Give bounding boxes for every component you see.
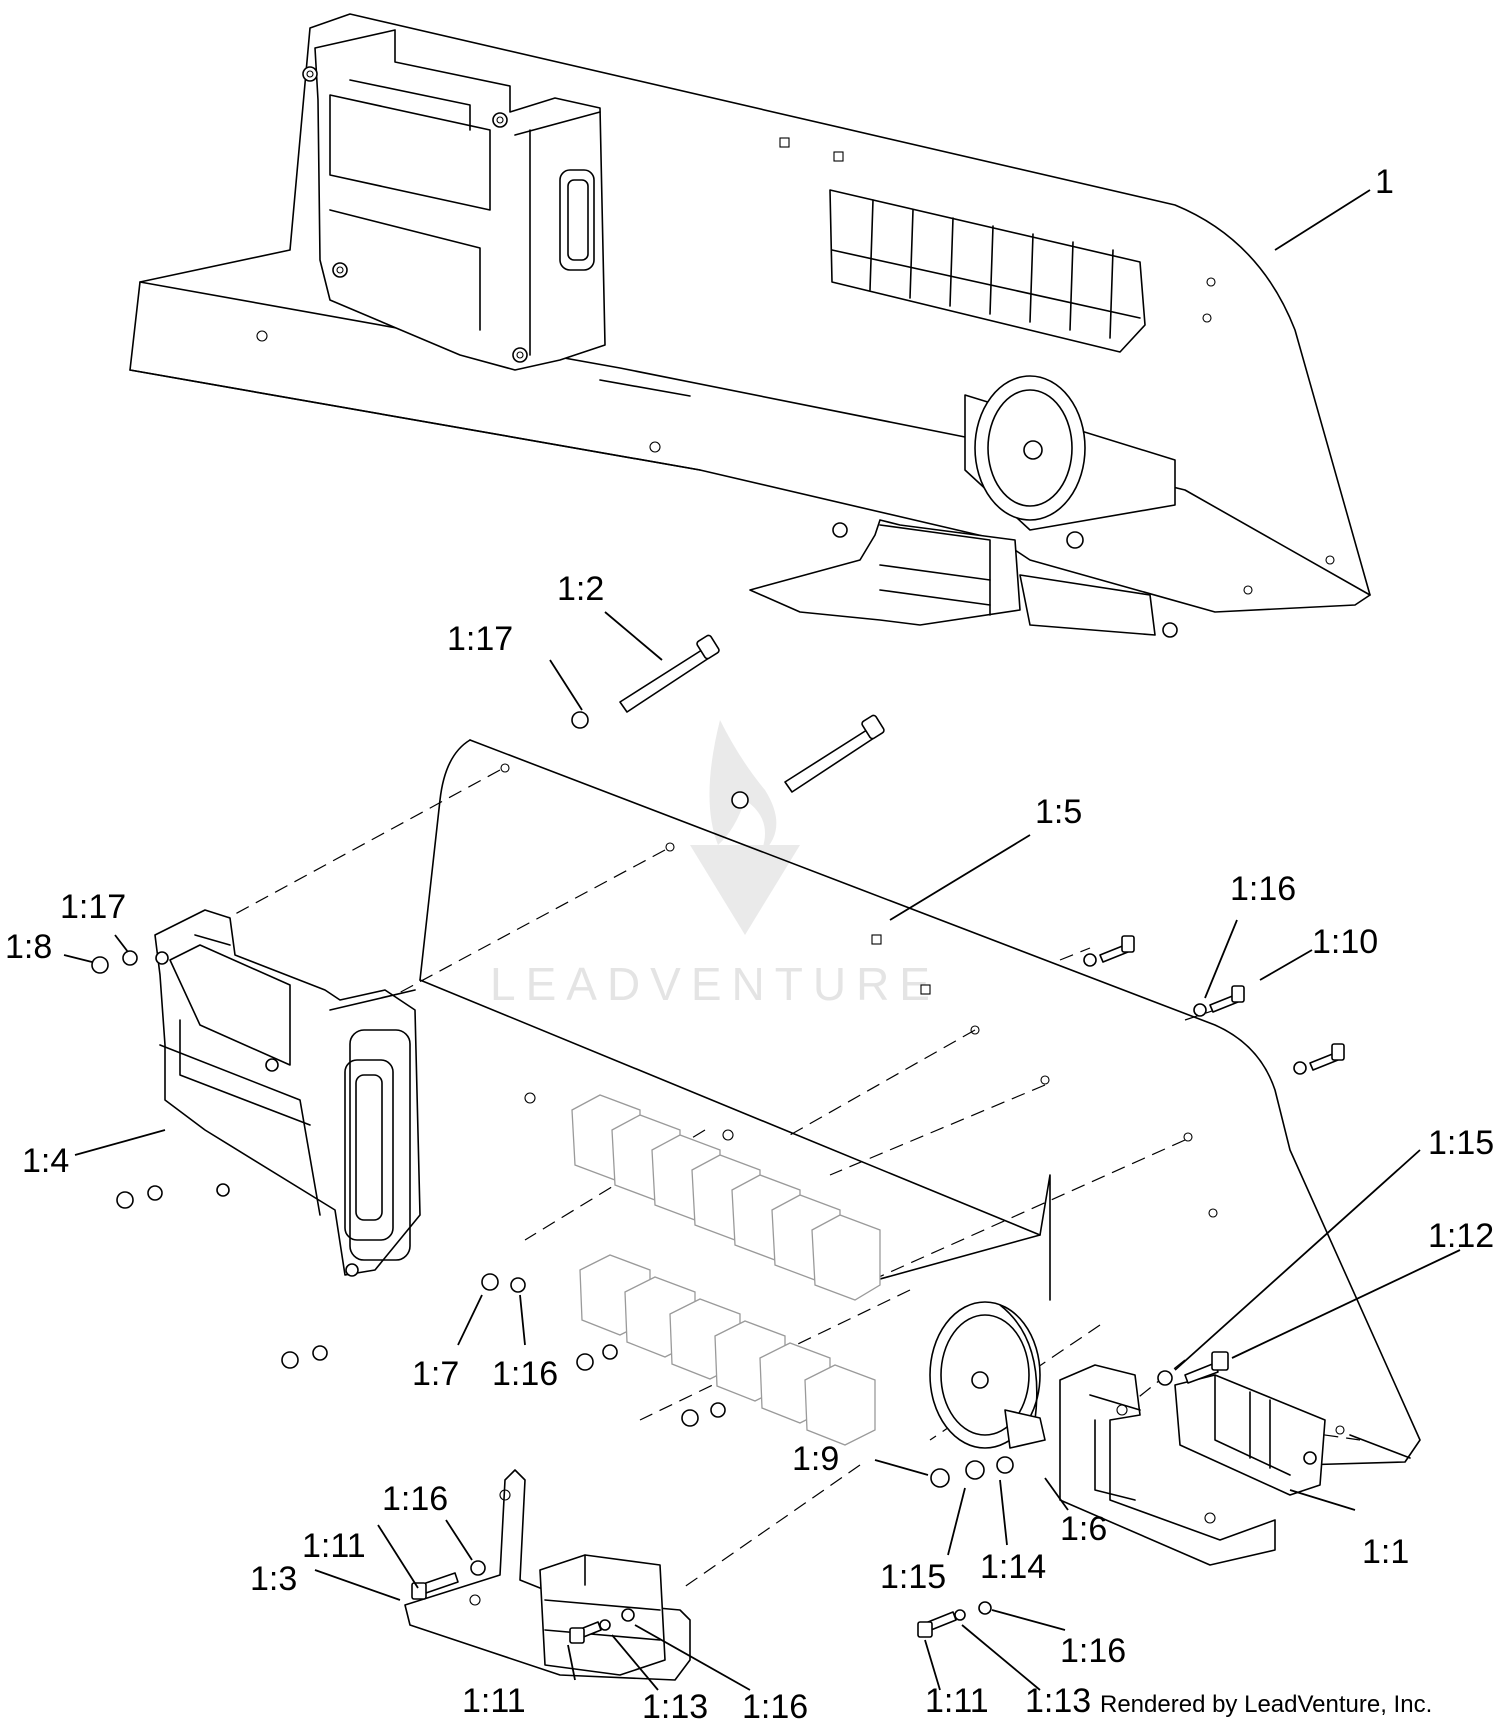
exploded-panel xyxy=(91,634,1421,1681)
controller-module-exploded xyxy=(154,909,421,1277)
fuse-block-top xyxy=(749,519,1178,638)
callout-1-8: 1:8 xyxy=(5,928,52,966)
callout-1-4: 1:4 xyxy=(22,1142,69,1180)
callout-1-16-left: 1:16 xyxy=(382,1480,448,1518)
callout-1-10: 1:10 xyxy=(1312,923,1378,961)
callout-1-13-bottom-right: 1:13 xyxy=(1025,1682,1091,1720)
callout-1-7: 1:7 xyxy=(412,1355,459,1393)
callout-1-12: 1:12 xyxy=(1428,1217,1494,1255)
callout-1-6: 1:6 xyxy=(1060,1510,1107,1548)
assembled-electrical-panel xyxy=(129,13,1371,638)
bolt-long-1 xyxy=(571,634,720,729)
callout-1-15-right: 1:15 xyxy=(1428,1124,1494,1162)
callout-1-16-bottom: 1:16 xyxy=(742,1688,808,1726)
horn-top xyxy=(964,375,1176,549)
leader-lines xyxy=(63,189,1461,1691)
callout-1-16-bottom-right: 1:16 xyxy=(1060,1632,1126,1670)
callout-1: 1 xyxy=(1375,163,1394,201)
callout-1-16-right: 1:16 xyxy=(1230,870,1296,908)
callout-1-15-bottom: 1:15 xyxy=(880,1558,946,1596)
callout-1-5: 1:5 xyxy=(1035,793,1082,831)
callout-1-16-middle: 1:16 xyxy=(492,1355,558,1393)
callout-labels: 1 1:2 1:17 1:5 1:17 1:8 1:16 1:10 1:4 1:… xyxy=(5,163,1494,1726)
callout-1-14: 1:14 xyxy=(980,1548,1046,1586)
callout-1-2: 1:2 xyxy=(557,570,604,608)
callout-1-9: 1:9 xyxy=(792,1440,839,1478)
callout-1-11-bottom-left: 1:11 xyxy=(462,1682,526,1720)
fasteners xyxy=(91,935,1345,1644)
callout-1-17-left: 1:17 xyxy=(60,888,126,926)
relay-group-exploded xyxy=(571,1094,881,1446)
watermark-brand: LEADVENTURE xyxy=(490,958,940,1010)
fuse-bracket-exploded xyxy=(404,1469,691,1681)
callout-1-3: 1:3 xyxy=(250,1560,297,1598)
callout-1-17-top: 1:17 xyxy=(447,620,513,658)
fuse-holder-bracket-exploded xyxy=(1059,1364,1326,1566)
relay-row-top xyxy=(829,189,1146,353)
horn-exploded xyxy=(929,1301,1046,1449)
callout-1-13-bottom-left: 1:13 xyxy=(642,1688,708,1726)
callout-1-11-bottom-right: 1:11 xyxy=(925,1682,989,1720)
callout-1-1: 1:1 xyxy=(1362,1533,1409,1571)
leadventure-watermark: LEADVENTURE xyxy=(490,720,940,1010)
render-credit: Rendered by LeadVenture, Inc. xyxy=(1100,1691,1432,1718)
bolt-long-2 xyxy=(731,714,885,809)
callout-1-11-left: 1:11 xyxy=(302,1527,366,1565)
